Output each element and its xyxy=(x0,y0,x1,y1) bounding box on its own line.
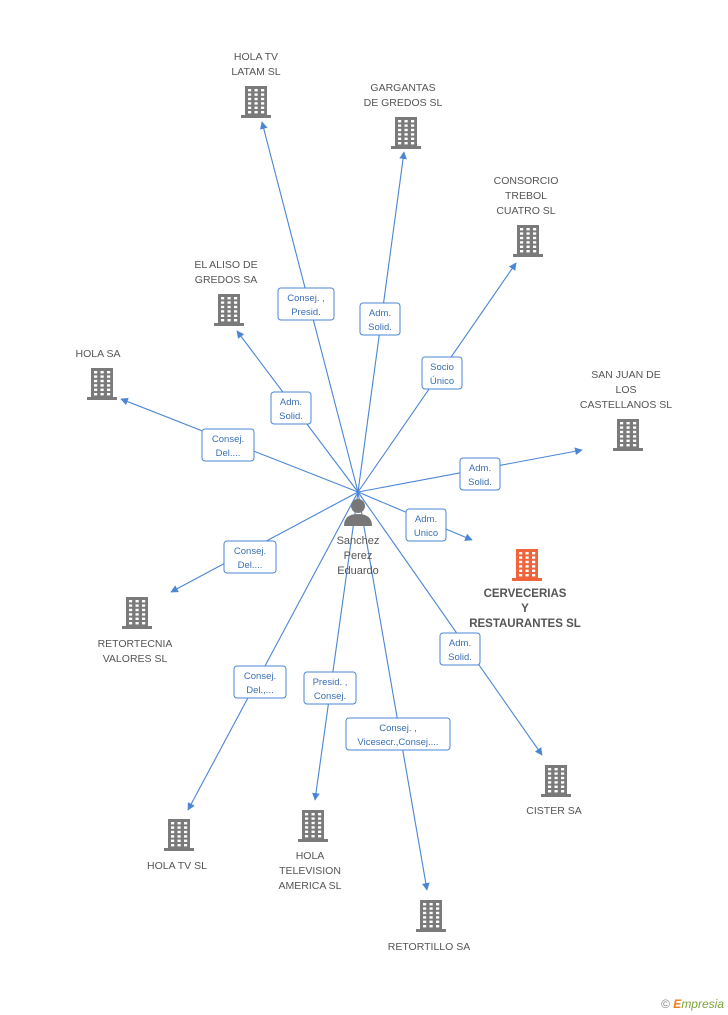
role-text: Adm. xyxy=(449,638,471,649)
role-text: Del.,... xyxy=(246,685,273,696)
role-label-gargantas[interactable]: Adm. Solid. xyxy=(359,302,401,336)
role-text: Único xyxy=(430,376,454,387)
building-icon xyxy=(122,597,152,629)
building-icon xyxy=(512,549,542,581)
brand-name: mpresia xyxy=(681,997,724,1011)
company-name-line: CUATRO SL xyxy=(496,205,555,217)
company-node-cister[interactable]: CISTER SA xyxy=(526,765,582,817)
role-text: Presid. xyxy=(291,307,321,318)
role-text: Solid. xyxy=(279,411,303,422)
role-text: Del.... xyxy=(216,448,241,459)
role-label-hola-sa[interactable]: Consej. Del.... xyxy=(201,428,255,462)
role-text: Consej. xyxy=(212,434,244,445)
role-label-aliso[interactable]: Adm. Solid. xyxy=(270,391,312,425)
person-name-line: Perez xyxy=(344,550,373,562)
company-name-line: CONSORCIO xyxy=(494,175,559,187)
role-text: Consej. xyxy=(314,691,346,702)
role-label-retortecnia[interactable]: Consej. Del.... xyxy=(223,540,277,574)
company-node-san-juan[interactable]: SAN JUAN DE LOS CASTELLANOS SL xyxy=(580,369,672,451)
company-name-line: HOLA SA xyxy=(76,348,121,360)
company-node-aliso[interactable]: EL ALISO DE GREDOS SA xyxy=(194,259,258,326)
company-name-line: VALORES SL xyxy=(103,653,168,665)
role-text: Solid. xyxy=(468,477,492,488)
building-icon xyxy=(416,900,446,932)
company-name-line: LOS xyxy=(615,384,636,396)
role-text: Consej. , xyxy=(287,293,325,304)
company-node-hola-television[interactable]: HOLA TELEVISION AMERICA SL xyxy=(278,810,342,892)
role-label-cister[interactable]: Adm. Solid. xyxy=(439,632,481,666)
company-name-line: Y xyxy=(521,603,529,615)
company-name-line: RESTAURANTES SL xyxy=(469,618,581,630)
role-label-hola-tv[interactable]: Consej. Del.,... xyxy=(233,665,287,699)
company-name-line: RETORTECNIA xyxy=(98,638,173,650)
company-node-hola-tv-latam[interactable]: HOLA TV LATAM SL xyxy=(231,51,281,118)
company-node-retortecnia[interactable]: RETORTECNIA VALORES SL xyxy=(98,597,173,665)
building-icon xyxy=(513,225,543,257)
company-name-line: RETORTILLO SA xyxy=(388,941,470,953)
building-icon xyxy=(391,117,421,149)
role-text: Consej. xyxy=(244,671,276,682)
company-node-retortillo[interactable]: RETORTILLO SA xyxy=(388,900,470,953)
role-label-hola-television[interactable]: Presid. , Consej. xyxy=(303,671,357,705)
edge-cister xyxy=(357,491,543,756)
company-name-line: TELEVISION xyxy=(279,865,341,877)
company-name-line: CASTELLANOS SL xyxy=(580,399,672,411)
person-name-line: Sanchez xyxy=(337,535,380,547)
role-text: Adm. xyxy=(415,514,437,525)
role-text: Presid. , xyxy=(313,677,348,688)
company-name-line: TREBOL xyxy=(505,190,547,202)
role-text: Del.... xyxy=(238,560,263,571)
company-name-line: HOLA xyxy=(296,850,325,862)
company-name-line: CISTER SA xyxy=(526,805,581,817)
role-text: Adm. xyxy=(280,397,302,408)
footer-brand[interactable]: © Empresia xyxy=(661,997,724,1011)
role-label-hola-tv-latam[interactable]: Consej. , Presid. xyxy=(277,287,335,321)
company-name-line: GARGANTAS xyxy=(370,82,435,94)
role-text: Vicesecr.,Consej.... xyxy=(357,737,438,748)
company-name-line: DE GREDOS SL xyxy=(364,97,443,109)
person-name-line: Eduardo xyxy=(337,565,379,577)
building-icon xyxy=(87,368,117,400)
role-text: Adm. xyxy=(369,308,391,319)
role-text: Consej. xyxy=(234,546,266,557)
role-label-san-juan[interactable]: Adm. Solid. xyxy=(459,457,501,491)
role-text: Solid. xyxy=(368,322,392,333)
brand-e: E xyxy=(673,997,682,1011)
company-name-line: AMERICA SL xyxy=(278,880,341,892)
company-node-hola-tv[interactable]: HOLA TV SL xyxy=(147,819,207,872)
company-name-line: GREDOS SA xyxy=(195,274,257,286)
role-label-retortillo[interactable]: Consej. , Vicesecr.,Consej.... xyxy=(345,717,451,751)
company-name-line: HOLA TV xyxy=(234,51,278,63)
role-text: Adm. xyxy=(469,463,491,474)
edge-retortillo xyxy=(357,491,430,891)
building-icon xyxy=(541,765,571,797)
role-label-cervecerias[interactable]: Adm. Unico xyxy=(405,508,447,542)
company-name-line: SAN JUAN DE xyxy=(591,369,660,381)
role-text: Unico xyxy=(414,528,438,539)
role-text: Socio xyxy=(430,362,454,373)
building-icon xyxy=(298,810,328,842)
company-node-consorcio[interactable]: CONSORCIO TREBOL CUATRO SL xyxy=(494,175,559,257)
role-text: Consej. , xyxy=(379,723,417,734)
company-node-hola-sa[interactable]: HOLA SA xyxy=(76,348,121,400)
company-node-gargantas[interactable]: GARGANTAS DE GREDOS SL xyxy=(364,82,443,149)
building-icon xyxy=(613,419,643,451)
building-icon xyxy=(214,294,244,326)
edge-hola-tv xyxy=(187,491,359,811)
building-icon xyxy=(241,86,271,118)
company-name-line: LATAM SL xyxy=(231,66,280,78)
company-name-line: HOLA TV SL xyxy=(147,860,207,872)
company-name-line: EL ALISO DE xyxy=(194,259,257,271)
building-icon xyxy=(164,819,194,851)
copyright-symbol: © xyxy=(661,997,670,1011)
person-icon xyxy=(344,499,372,526)
edge-hola-television xyxy=(312,491,359,801)
role-text: Solid. xyxy=(448,652,472,663)
company-node-cervecerias[interactable]: CERVECERIAS Y RESTAURANTES SL xyxy=(469,549,581,630)
company-name-line: CERVECERIAS xyxy=(484,588,567,600)
